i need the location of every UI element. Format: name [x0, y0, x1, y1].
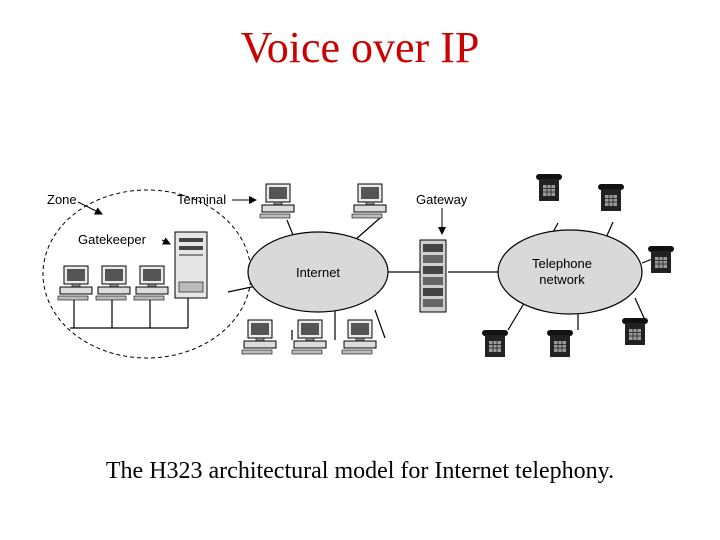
zone-label: Zone — [47, 192, 77, 207]
terminal-label: Terminal — [177, 192, 226, 207]
telephone-icon — [597, 183, 625, 212]
computer-terminal-icon — [57, 265, 93, 301]
telephone-icon — [481, 329, 509, 358]
gateway-label: Gateway — [416, 192, 468, 207]
telephone-network-label-line1: Telephone — [532, 256, 592, 271]
h323-architecture-diagram: Internet Telephone network Zone Terminal… — [42, 173, 675, 359]
telephone-icon — [621, 317, 649, 346]
telephone-icon — [535, 173, 563, 202]
slide-title: Voice over IP — [240, 23, 480, 72]
computer-terminal-icon — [259, 183, 295, 219]
computer-terminal-icon — [341, 319, 377, 355]
zone-arrow — [77, 201, 103, 215]
computer-terminal-icon — [133, 265, 169, 301]
internet-label: Internet — [296, 265, 340, 280]
computer-terminal-icon — [95, 265, 131, 301]
gatekeeper-label: Gatekeeper — [78, 232, 147, 247]
server-icon — [174, 231, 208, 299]
telephone-icon — [546, 329, 574, 358]
telephone-network-label-line2: network — [539, 272, 585, 287]
figure-caption: The H323 architectural model for Interne… — [105, 458, 615, 484]
gateway-rack-icon — [419, 239, 447, 313]
telephone-network-cloud — [497, 229, 643, 315]
internet-cloud — [247, 231, 389, 313]
computer-terminal-icon — [241, 319, 277, 355]
computer-terminal-icon — [351, 183, 387, 219]
computer-terminal-icon — [291, 319, 327, 355]
gatekeeper-arrow — [161, 237, 171, 245]
telephone-icon — [647, 245, 675, 274]
